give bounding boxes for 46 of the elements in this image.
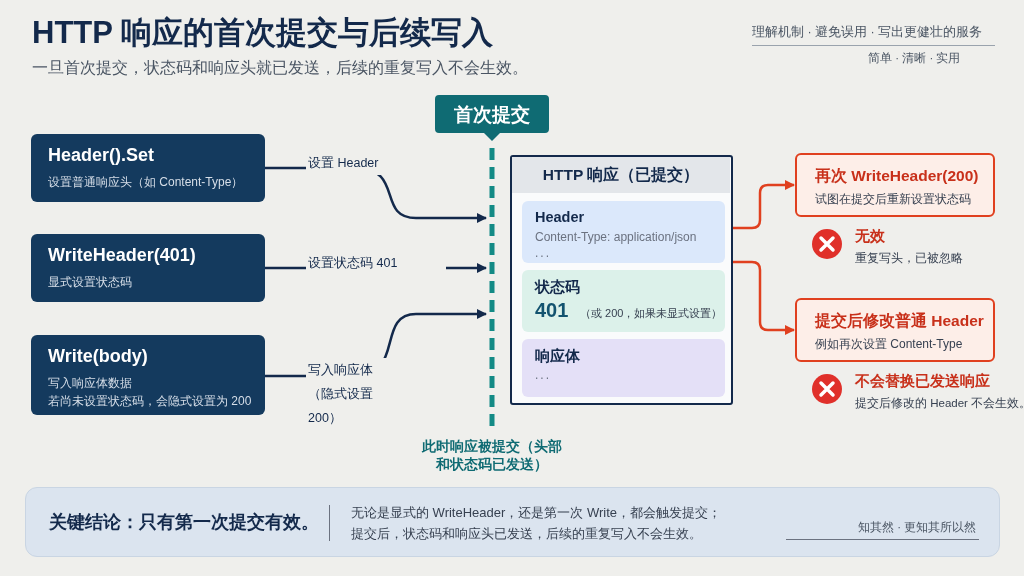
panel-heading: HTTP 响应（已提交） [541, 165, 701, 185]
conclusion-text: 无论是显式的 WriteHeader，还是第一次 Write，都会触发提交；提交后，状态码和响应头已发送，后续的重复写入不会生效。 [351, 504, 723, 543]
section-heading: Header [535, 209, 585, 225]
call-box [31, 134, 265, 202]
warning-detail: 试图在提交后重新设置状态码 [815, 191, 971, 208]
callout-banner [435, 95, 549, 141]
commit-note: 此时响应被提交（头部和状态码已发送） [422, 438, 562, 474]
warning-heading: 提交后修改普通 Header [815, 311, 984, 331]
status-code: 401 [535, 299, 569, 322]
response-section [522, 201, 725, 263]
section-detail: ... [535, 246, 551, 260]
response-section [522, 270, 725, 332]
warning-heading: 再次 WriteHeader(200) [815, 166, 979, 186]
conclusion-band [25, 487, 1000, 557]
motto: 知其然 · 更知其所以然 [858, 520, 977, 535]
response-panel [510, 155, 733, 405]
description: 写入响应体数据 [48, 375, 132, 392]
response-section [522, 339, 725, 397]
warning-detail: 例如再次设置 Content-Type [815, 336, 963, 353]
banner-text: 首次提交 [453, 103, 531, 127]
call-box [31, 335, 265, 415]
arrow [733, 180, 795, 230]
method-name: Write(body) [48, 346, 148, 367]
call-box [31, 234, 265, 302]
subtitle: 一旦首次提交，状态码和响应头就已发送，后续的重复写入不会生效。 [32, 58, 528, 78]
result-detail: 重复写头，已被忽略 [855, 251, 963, 266]
section-note: （或 200，如果未显式设置） [580, 306, 723, 321]
section-detail: ... [535, 368, 551, 382]
title: HTTP 响应的首次提交与后续写入 [32, 14, 493, 52]
method-name: Header().Set [48, 145, 155, 166]
description: 若尚未设置状态码，会隐式设置为 200 [48, 393, 252, 410]
result-heading: 无效 [855, 227, 885, 246]
result-heading: 不会替换已发送响应 [855, 372, 990, 391]
warning-box [795, 298, 995, 362]
description: 设置普通响应头（如 Content-Type） [48, 174, 244, 191]
description: 显式设置状态码 [48, 274, 132, 291]
tagline: 简单 · 清晰 · 实用 [868, 51, 961, 66]
warning-box [795, 153, 995, 217]
section-heading: 响应体 [535, 347, 580, 366]
tagline: 理解机制 · 避免误用 · 写出更健壮的服务 [752, 24, 983, 41]
section-detail: Content-Type: application/json [535, 230, 697, 244]
method-name: WriteHeader(401) [48, 245, 196, 266]
arrow [733, 260, 795, 335]
conclusion-heading: 关键结论：只有第一次提交有效。 [49, 511, 319, 534]
result-detail: 提交后修改的 Header 不会生效。 [855, 396, 1024, 411]
section-heading: 状态码 [535, 278, 580, 297]
